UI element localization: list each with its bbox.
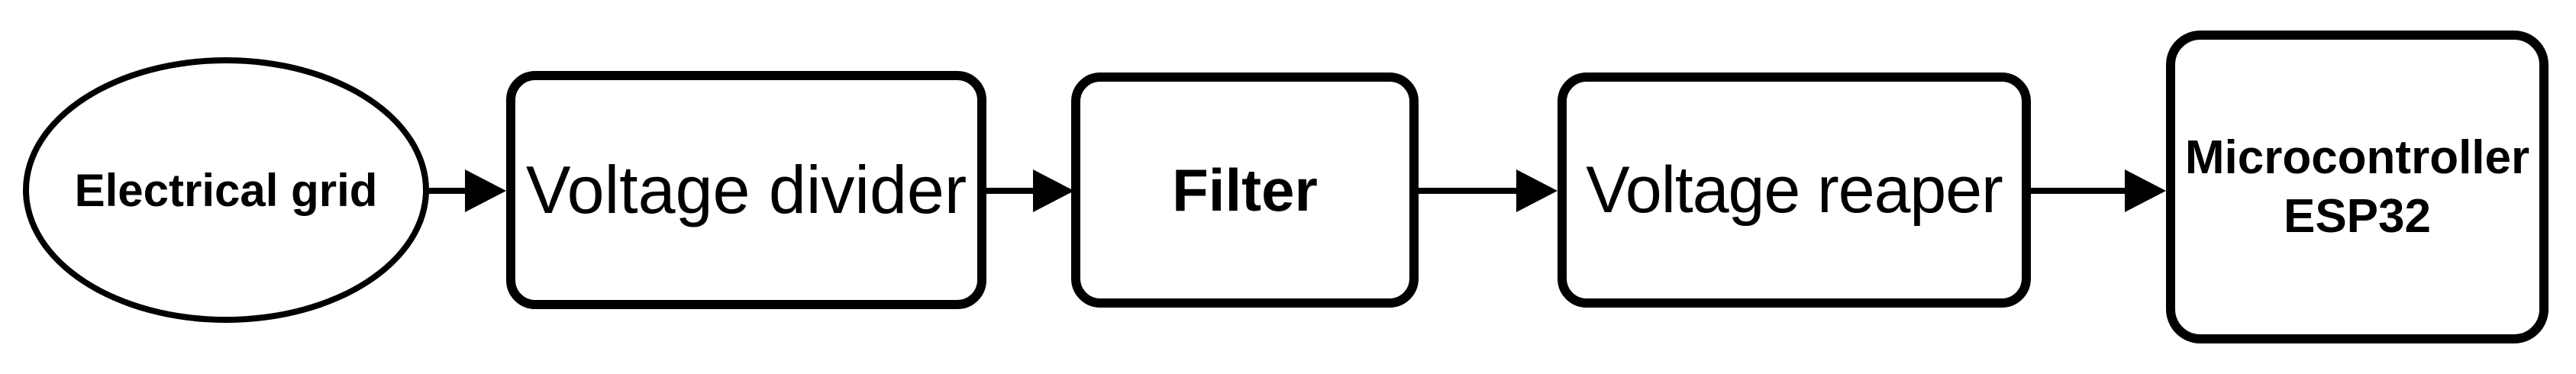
arrowhead-right-icon [465, 169, 506, 212]
arrowhead-right-icon [1516, 169, 1558, 212]
arrowhead-right-icon [2125, 169, 2166, 212]
arrow-shaft [1419, 188, 1524, 194]
arrow-shaft [2031, 188, 2132, 194]
node-voltage-divider-label: Voltage divider [525, 152, 967, 227]
node-voltage-reaper-label: Voltage reaper [1586, 153, 2003, 227]
node-microcontroller-esp32-label: Microcontroller ESP32 [2184, 131, 2530, 243]
node-electrical-grid: Electrical grid [23, 57, 429, 323]
connector-voltage-reaper-to-microcontroller [2031, 169, 2166, 212]
node-microcontroller-esp32: Microcontroller ESP32 [2166, 31, 2549, 343]
node-filter-label: Filter [1172, 156, 1318, 224]
node-voltage-reaper: Voltage reaper [1558, 73, 2031, 308]
connector-electrical-grid-to-voltage-divider [429, 169, 506, 212]
arrowhead-right-icon [1033, 169, 1074, 212]
node-electrical-grid-label: Electrical grid [74, 164, 378, 216]
node-filter: Filter [1071, 73, 1419, 308]
connector-voltage-divider-to-filter [986, 169, 1074, 212]
node-voltage-divider: Voltage divider [506, 71, 986, 309]
arrow-shaft [986, 188, 1041, 194]
arrow-shaft [429, 188, 473, 194]
connector-filter-to-voltage-reaper [1419, 169, 1558, 212]
